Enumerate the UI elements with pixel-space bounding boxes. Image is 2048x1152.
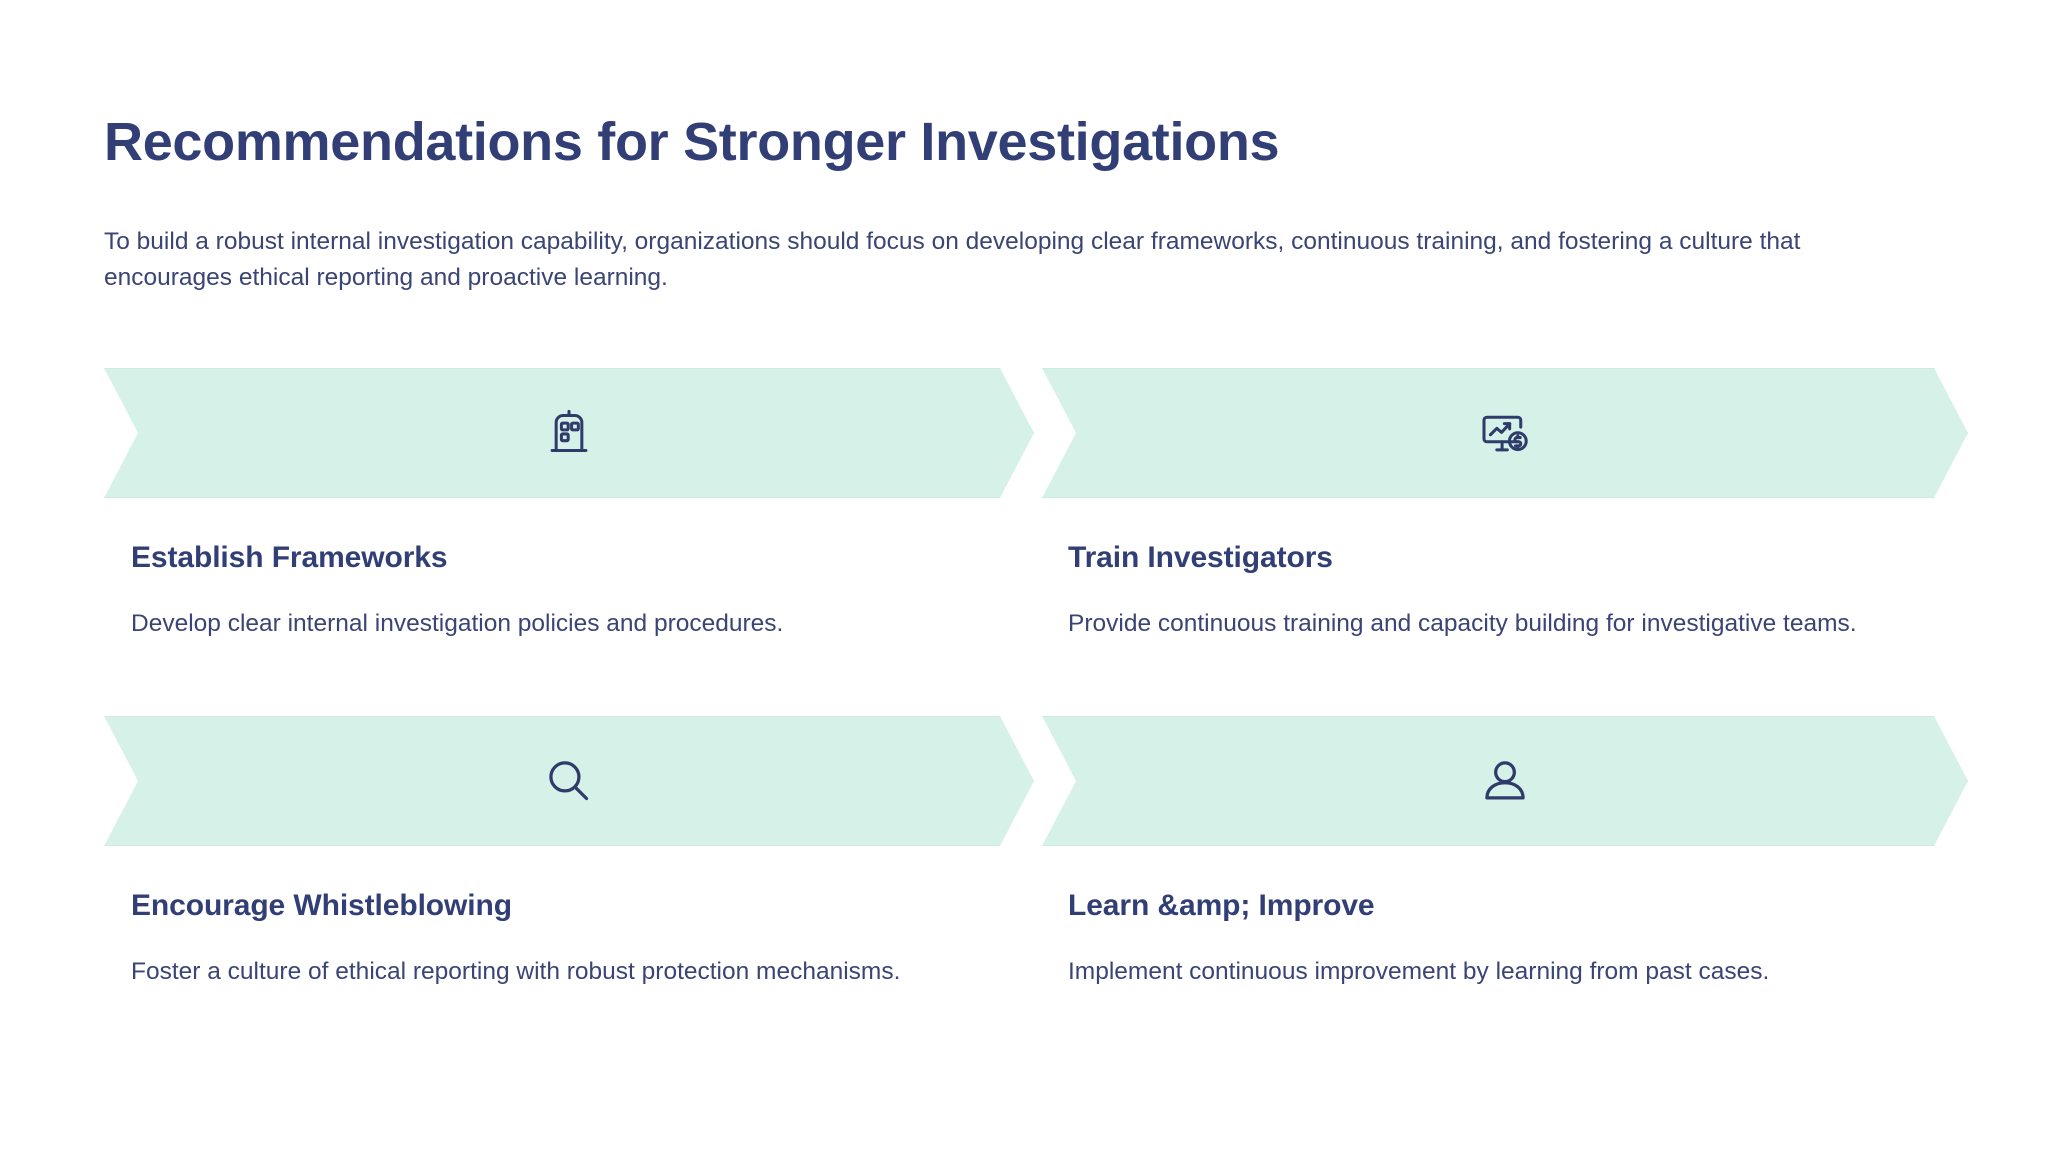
recommendation-card-4[interactable]: Learn &amp; Improve Implement continuous…	[1034, 716, 1960, 990]
card-description-4: Implement continuous improvement by lear…	[1068, 958, 1770, 985]
card-body-3: Encourage Whistleblowing Foster a cultur…	[104, 888, 1034, 990]
recommendation-card-3[interactable]: Encourage Whistleblowing Foster a cultur…	[104, 716, 1034, 990]
person-user-icon	[1477, 753, 1533, 809]
card-body-4: Learn &amp; Improve Implement continuous…	[1034, 888, 1960, 990]
card-banner-3	[104, 716, 1034, 846]
header: Recommendations for Stronger Investigati…	[104, 112, 1964, 296]
card-title-2: Train Investigators	[1068, 541, 1333, 574]
card-title-3: Encourage Whistleblowing	[131, 889, 512, 922]
card-description-1: Develop clear internal investigation pol…	[131, 610, 784, 637]
card-description-2: Provide continuous training and capacity…	[1068, 610, 1857, 637]
recommendation-card-2[interactable]: Train Investigators Provide continuous t…	[1034, 368, 1960, 642]
card-banner-1	[104, 368, 1034, 498]
card-title-1: Establish Frameworks	[131, 541, 448, 574]
recommendation-card-1[interactable]: Establish Frameworks Develop clear inter…	[104, 368, 1034, 642]
page-subtitle: To build a robust internal investigation…	[104, 228, 1801, 292]
card-description-3: Foster a culture of ethical reporting wi…	[131, 958, 901, 985]
card-title-4: Learn &amp; Improve	[1068, 889, 1375, 922]
page-title: Recommendations for Stronger Investigati…	[104, 112, 1280, 172]
card-body-2: Train Investigators Provide continuous t…	[1034, 540, 1960, 642]
card-body-1: Establish Frameworks Develop clear inter…	[104, 540, 1034, 642]
building-kiosk-icon	[541, 405, 597, 461]
magnifying-glass-icon	[541, 753, 597, 809]
recommendation-card-grid: Establish Frameworks Develop clear inter…	[104, 368, 1960, 990]
card-banner-4	[1042, 716, 1968, 846]
card-banner-2	[1042, 368, 1968, 498]
monitor-chart-dollar-icon	[1477, 405, 1533, 461]
